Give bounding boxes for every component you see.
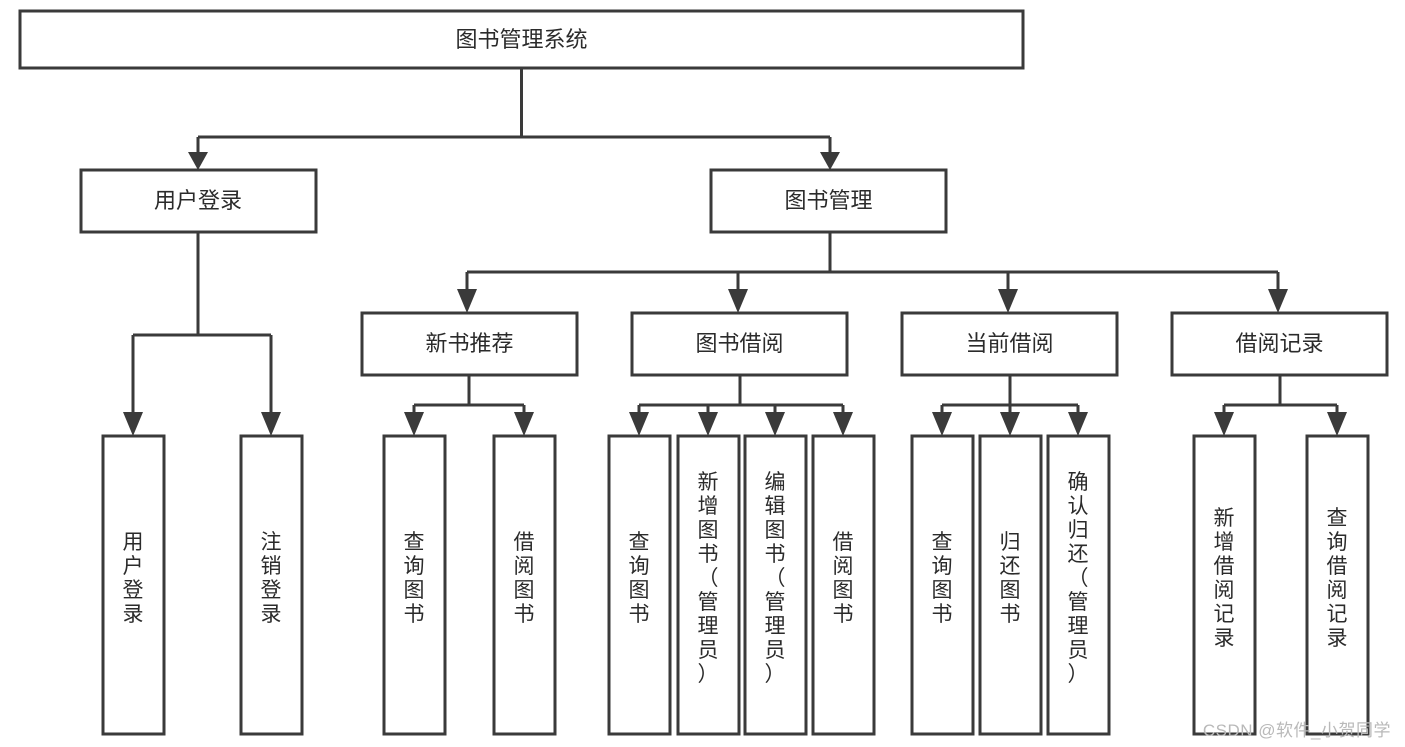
leaf-query-book-2-box[interactable] (607, 434, 672, 736)
leaf-logout-label: 注销登录 (261, 531, 282, 626)
arrow-leaf-borrow-book-2 (833, 412, 853, 436)
leaf-edit-book-box[interactable] (743, 434, 808, 736)
node-book-borrow[interactable]: 图书借阅 (630, 311, 849, 377)
node-new-book-rec[interactable]: 新书推荐 (360, 311, 579, 377)
leaf-query-record-label: 查询借阅记录 (1327, 507, 1348, 650)
arrow-leaf-query-record (1327, 412, 1347, 436)
leaf-query-book-2-label: 查询图书 (629, 531, 650, 626)
arrow-leaf-confirm-return (1068, 412, 1088, 436)
leaf-user-login-box[interactable] (101, 434, 166, 736)
leaf-query-book-3-label: 查询图书 (932, 531, 953, 626)
leaf-node-group-book-borrow (607, 434, 876, 736)
node-new-book-rec-label: 新书推荐 (425, 331, 513, 356)
leaf-add-book-label: 新增图书（管理员） (698, 471, 719, 686)
arrow-current-borrow (998, 289, 1018, 313)
node-current-borrow-box[interactable] (900, 311, 1119, 377)
arrow-leaf-user-login (123, 412, 143, 436)
arrow-leaf-borrow-book-1 (514, 412, 534, 436)
arrow-leaf-add-record (1214, 412, 1234, 436)
leaf-return-book-label: 归还图书 (1000, 531, 1021, 626)
arrow-leaf-return-book (1000, 412, 1020, 436)
node-book-mgmt[interactable]: 图书管理 (709, 168, 948, 234)
leaf-return-book-box[interactable] (978, 434, 1043, 736)
leaf-confirm-return-box[interactable] (1046, 434, 1111, 736)
leaf-borrow-book-2-box[interactable] (811, 434, 876, 736)
leaf-edit-book-label: 编辑图书（管理员） (765, 471, 786, 686)
csdn-watermark: CSDN @软件_小贺同学 (1202, 721, 1391, 740)
node-current-borrow[interactable]: 当前借阅 (900, 311, 1119, 377)
arrow-to-book-mgmt (820, 152, 840, 170)
node-user-login[interactable]: 用户登录 (79, 168, 318, 234)
leaf-add-record-label: 新增借阅记录 (1214, 507, 1235, 650)
leaf-borrow-book-2-label: 借阅图书 (833, 531, 854, 626)
leaf-borrow-book-1-label: 借阅图书 (514, 531, 535, 626)
arrow-leaf-edit-book (765, 412, 785, 436)
leaf-add-record-box[interactable] (1192, 434, 1257, 736)
node-borrow-record-box[interactable] (1170, 311, 1389, 377)
leaf-node-group-user-login (101, 434, 304, 736)
node-current-borrow-label: 当前借阅 (965, 331, 1053, 356)
leaf-user-login-label: 用户登录 (123, 531, 144, 626)
node-root[interactable]: 图书管理系统 (18, 9, 1025, 70)
leaf-query-book-3-box[interactable] (910, 434, 975, 736)
leaf-confirm-return-label: 确认归还（管理员） (1068, 471, 1089, 686)
leaf-logout-box[interactable] (239, 434, 304, 736)
node-book-borrow-label: 图书借阅 (695, 331, 783, 356)
arrow-borrow-record (1268, 289, 1288, 313)
leaf-node-group-new-book-rec (382, 434, 557, 736)
node-new-book-rec-box[interactable] (360, 311, 579, 377)
node-root-label: 图书管理系统 (455, 27, 587, 52)
leaf-add-book-box[interactable] (676, 434, 741, 736)
node-root-box[interactable] (18, 9, 1025, 70)
leaf-node-group-current-borrow (910, 434, 1111, 736)
leaf-node-group-borrow-record (1192, 434, 1370, 736)
node-user-login-box[interactable] (79, 168, 318, 234)
arrow-leaf-query-book-1 (404, 412, 424, 436)
node-book-mgmt-label: 图书管理 (784, 188, 872, 213)
leaf-query-book-1-box[interactable] (382, 434, 447, 736)
leaf-label-layer: 用户登录 注销登录 查询图书 借阅图书 查询图书 新增图书（管理员） 编辑图书（… (123, 471, 1348, 686)
leaf-borrow-book-1-box[interactable] (492, 434, 557, 736)
leaf-query-record-box[interactable] (1305, 434, 1370, 736)
connector-layer (123, 68, 1347, 436)
arrow-leaf-add-book (698, 412, 718, 436)
arrow-to-user-login (188, 152, 208, 170)
node-book-borrow-box[interactable] (630, 311, 849, 377)
arrow-leaf-query-book-3 (932, 412, 952, 436)
node-user-login-label: 用户登录 (154, 188, 242, 213)
node-borrow-record-label: 借阅记录 (1235, 331, 1323, 356)
node-book-mgmt-box[interactable] (709, 168, 948, 234)
arrow-leaf-logout (261, 412, 281, 436)
arrow-new-book-rec (457, 289, 477, 313)
node-borrow-record[interactable]: 借阅记录 (1170, 311, 1389, 377)
leaf-query-book-1-label: 查询图书 (404, 531, 425, 626)
arrow-leaf-query-book-2 (629, 412, 649, 436)
arrow-book-borrow (728, 289, 748, 313)
